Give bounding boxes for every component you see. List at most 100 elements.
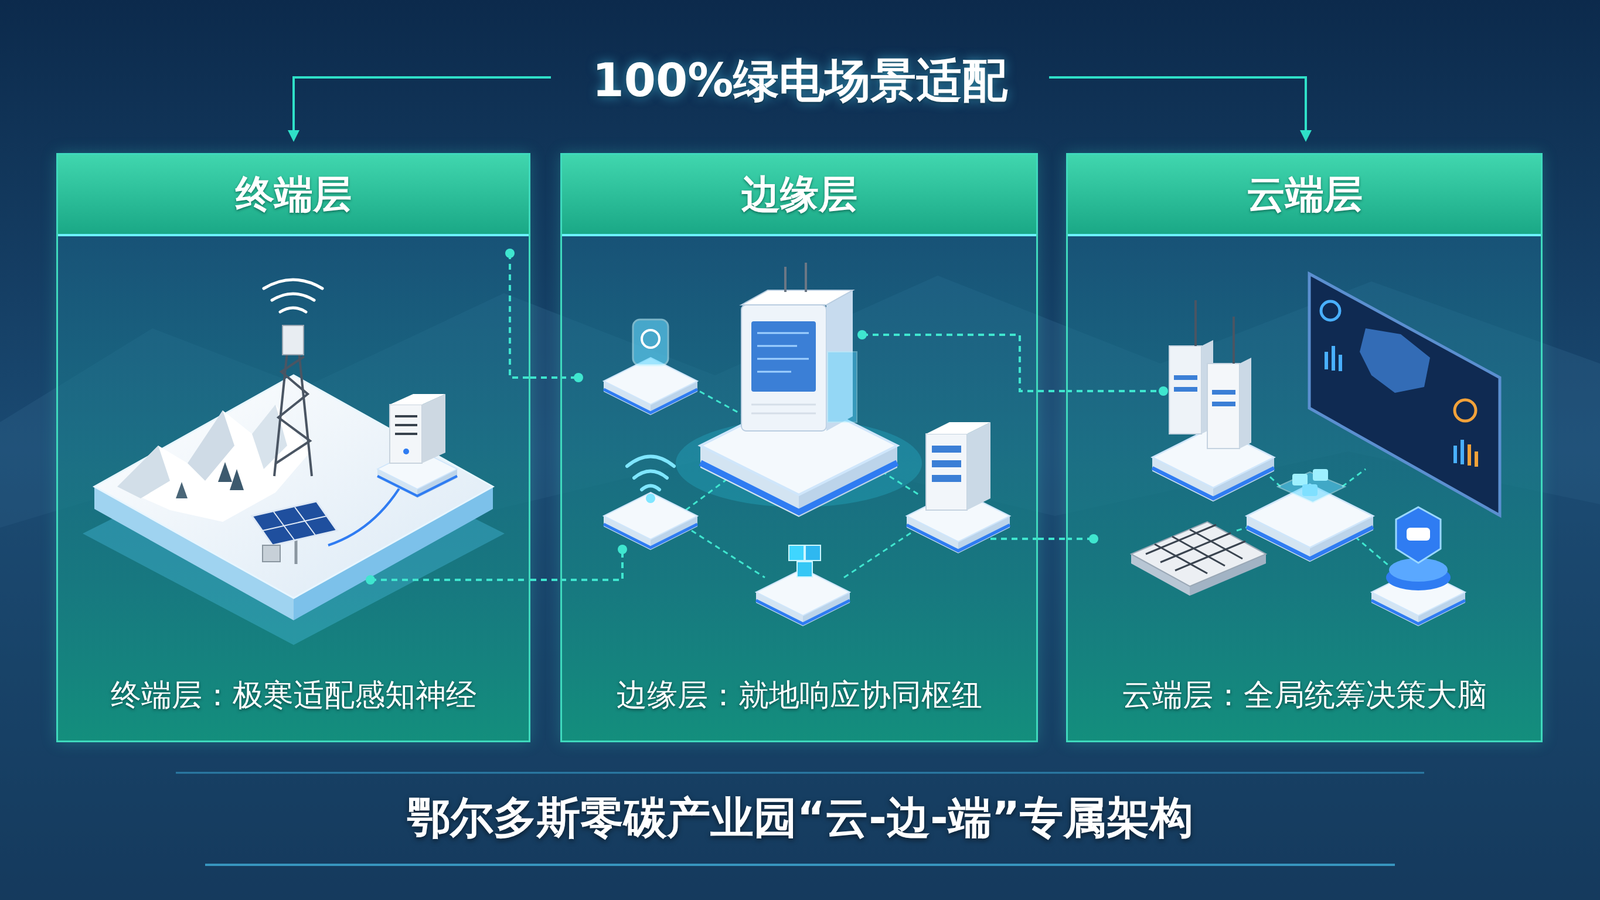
dashed-link	[530, 376, 561, 379]
layer-panel: 终端层终端层：极寒适配感知神经	[56, 152, 531, 742]
terminal-illustration-part-part	[276, 356, 311, 464]
panel-title: 云端层	[1246, 168, 1363, 221]
panel-header: 边缘层	[562, 154, 1037, 237]
terminal-illustration-part-part	[395, 432, 418, 435]
link-continuations-part	[862, 334, 1038, 391]
edge-illustration-part	[797, 561, 813, 577]
edge-illustration-part-part	[757, 358, 809, 360]
link-continuations-part	[560, 549, 623, 580]
layer-panel: 云端层云端层：全局统筹决策大脑	[1066, 152, 1543, 742]
cloud-illustration-part-part	[1194, 300, 1197, 346]
cloud-illustration-part	[1195, 300, 1234, 364]
cloud-illustration-part-part	[1175, 540, 1246, 571]
edge-illustration-part	[741, 290, 853, 305]
cloud-illustration-part-part	[1331, 345, 1336, 371]
caption-rule	[175, 771, 1425, 774]
edge-illustration-part-part	[931, 445, 962, 453]
cloud-illustration-part-part	[1453, 445, 1457, 464]
terminal-illustration-part	[395, 416, 418, 434]
cloud-illustration-part-part	[1154, 543, 1208, 574]
edge-illustration-part-part	[757, 345, 798, 347]
cloud-illustration-part	[1131, 521, 1266, 587]
panel-description: 边缘层：就地响应协同枢纽	[616, 674, 983, 716]
cloud-illustration-part-part	[1342, 468, 1366, 487]
link-dots-part	[617, 544, 628, 554]
terminal-illustration-part-part	[298, 351, 312, 476]
cloud-illustration-part	[1359, 328, 1431, 393]
link-continuations-part	[509, 253, 531, 378]
panel-description: 云端层：全局统筹决策大脑	[1121, 674, 1488, 716]
edge-illustration-part	[751, 321, 816, 392]
terminal-illustration-part	[294, 538, 298, 564]
diagram-title: 100%绿电场景适配	[592, 53, 1009, 107]
cloud-illustration-part	[1207, 363, 1240, 449]
edge-illustration-part-part	[784, 266, 787, 292]
edge-illustration-part	[931, 445, 962, 482]
cloud-illustration-part-part	[1173, 375, 1198, 380]
terminal-illustration-part-part	[395, 423, 418, 427]
diagram-caption: 鄂尔多斯零碳产业园“云-边-端”专属架构	[406, 791, 1194, 843]
edge-illustration-part-part	[751, 403, 816, 406]
edge-illustration-part	[967, 421, 991, 510]
title-arrows-part	[293, 77, 551, 136]
cloud-illustration-part	[1467, 444, 1479, 467]
cloud-illustration-part	[1239, 357, 1252, 449]
edge-illustration-part-part	[751, 412, 816, 415]
link-dots-part	[573, 372, 584, 383]
edge-illustration-part-part	[931, 474, 962, 482]
terminal-illustration-part	[117, 445, 170, 499]
edge-illustration-part-part	[931, 460, 962, 468]
terminal-illustration-part	[403, 448, 410, 455]
edge-illustration-part-part	[634, 471, 667, 479]
edge-illustration-part	[926, 433, 968, 510]
dashed-link	[530, 578, 561, 581]
edge-illustration-part-part	[757, 370, 792, 373]
edge-illustration-part	[645, 493, 656, 503]
edge-illustration-part	[741, 304, 827, 431]
terminal-illustration-part-part	[271, 293, 315, 301]
dashed-link	[1037, 537, 1067, 540]
cloud-illustration-part	[1302, 484, 1318, 496]
link-dots-part	[1158, 386, 1169, 396]
edge-illustration-part	[632, 319, 669, 366]
cloud-illustration-part	[1324, 345, 1465, 465]
link-continuations-part	[370, 578, 531, 581]
cloud-illustration	[1131, 273, 1500, 626]
edge-illustration-part-part	[691, 530, 765, 578]
terminal-illustration-part	[252, 501, 337, 546]
terminal-illustration-part	[282, 325, 304, 355]
cloud-illustration-part	[1321, 301, 1340, 320]
edge-illustration-part-part	[843, 524, 924, 578]
panel-header: 终端层	[58, 154, 529, 237]
cloud-illustration-part-part	[1338, 354, 1343, 371]
link-continuations-part	[990, 537, 1038, 540]
terminal-illustration-part	[94, 375, 493, 598]
cloud-illustration-part	[1169, 345, 1202, 434]
cloud-illustration-part	[1312, 468, 1329, 481]
cloud-illustration-part-part	[1212, 389, 1236, 395]
panel-title: 边缘层	[741, 168, 858, 221]
terminal-illustration-part	[274, 351, 312, 476]
layer-panel: 边缘层边缘层：就地响应协同枢纽	[560, 152, 1038, 742]
link-continuations-part	[1066, 389, 1164, 393]
edge-illustration-part	[926, 421, 991, 434]
edge-illustration-part	[827, 351, 857, 422]
link-dots-part	[1088, 533, 1099, 544]
terminal-illustration-part	[262, 506, 328, 541]
edge-illustration-part-part	[804, 262, 808, 292]
title-band: 100%绿电场景适配	[0, 50, 1600, 112]
edge-illustration-part-part	[627, 456, 674, 467]
edge-illustration-part	[641, 329, 660, 348]
terminal-illustration-part	[218, 461, 233, 482]
link-dots-part	[505, 248, 515, 258]
caption-rule	[205, 863, 1395, 866]
edge-illustration-part	[757, 332, 809, 372]
terminal-illustration-part-part	[280, 307, 306, 312]
edge-illustration-part	[603, 492, 698, 550]
terminal-illustration-part	[229, 468, 244, 490]
edge-illustration	[603, 262, 1010, 626]
terminal-illustration	[82, 279, 505, 645]
edge-illustration-part	[785, 262, 806, 292]
